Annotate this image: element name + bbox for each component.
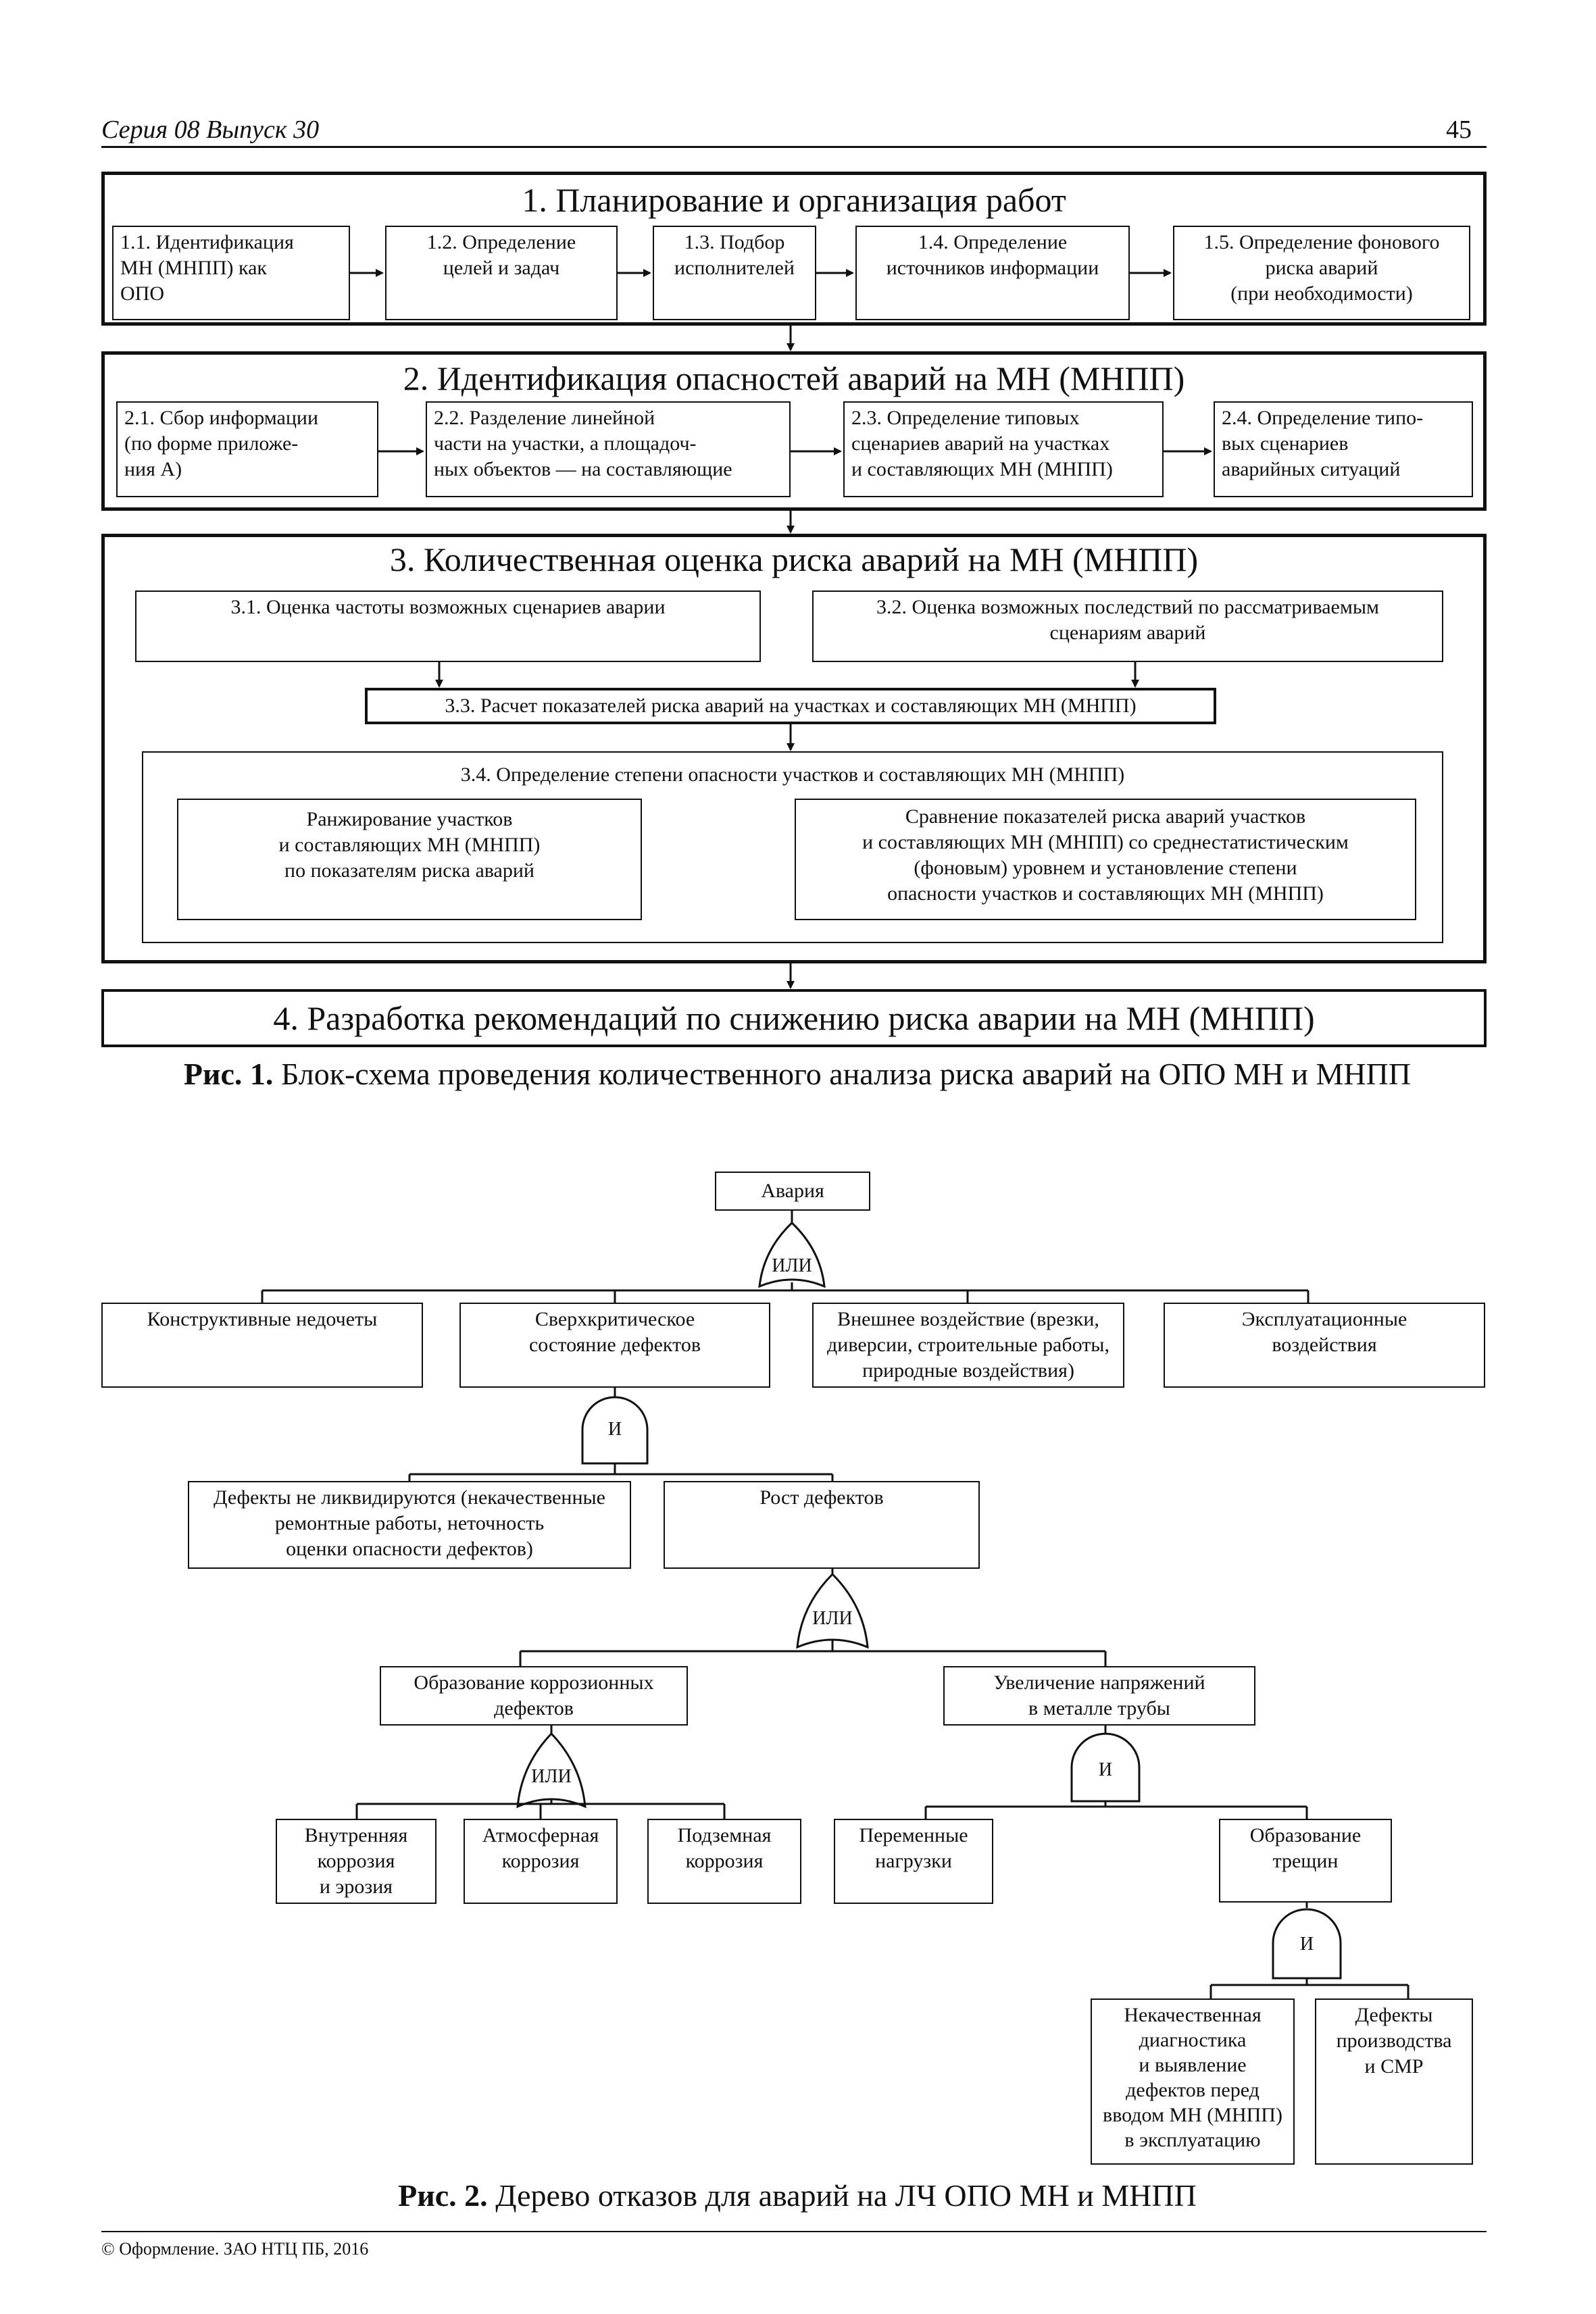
box-1-2: 1.2. Определение целей и задач [385,226,618,320]
figure-1-caption-label: Рис. 1. [183,1057,274,1091]
section-identification-title: 2. Идентификация опасностей аварий на МН… [403,359,1185,397]
event-corrosion-defects: Образование коррозионных дефектов [380,1666,688,1726]
or-gate-icon: ИЛИ [812,1608,853,1629]
page-number: 45 [1446,116,1472,144]
box-3-1: 3.1. Оценка частоты возможных сценариев … [135,590,761,662]
section-recommendations-title: 4. Разработка рекомендаций по снижению р… [273,999,1315,1037]
event-defects-not-eliminated: Дефекты не ликвидируются (некачественные… [188,1481,631,1569]
box-1-1: 1.1. Идентификация МН (МНПП) как ОПО [112,226,350,320]
figure-2-caption: Рис. 2. Дерево отказов для аварий на ЛЧ … [135,2177,1460,2215]
event-defect-growth: Рост дефектов [664,1481,980,1569]
event-underground-corrosion: Подземная коррозия [647,1819,801,1904]
section-quantitative: 3. Количественная оценка риска аварий на… [101,534,1487,963]
box-3-4-comparison: Сравнение показателей риска аварий участ… [795,799,1416,920]
header-rule [101,146,1487,148]
event-internal-corrosion: Внутренняя коррозия и эрозия [276,1819,437,1904]
section-planning-title: 1. Планирование и организация работ [522,181,1066,219]
section-recommendations: 4. Разработка рекомендаций по снижению р… [101,989,1487,1047]
box-3-3: 3.3. Расчет показателей риска аварий на … [365,688,1216,724]
event-design-flaws: Конструктивные недочеты [101,1303,423,1388]
box-2-2: 2.2. Разделение линейной части на участк… [426,401,791,497]
section-planning: 1. Планирование и организация работ [101,172,1487,326]
footer-rule [101,2231,1487,2232]
and-gate-icon: И [1299,1934,1314,1955]
box-2-1: 2.1. Сбор информации (по форме приложе- … [116,401,378,497]
and-gate-icon: И [607,1419,622,1440]
figure-1-caption-text: Блок-схема проведения количественного ан… [273,1057,1412,1091]
box-3-4-title: 3.4. Определение степени опасности участ… [460,763,1125,786]
figure-2-caption-label: Рис. 2. [398,2178,488,2213]
event-external-impact: Внешнее воздействие (врезки, диверсии, с… [812,1303,1124,1388]
event-metal-stress: Увеличение напряжений в металле трубы [943,1666,1255,1726]
section-quantitative-title: 3. Количественная оценка риска аварий на… [389,540,1199,578]
event-crack-formation: Образование трещин [1219,1819,1392,1903]
event-supercritical-defects: Сверхкритическое состояние дефектов [459,1303,770,1388]
event-poor-diagnostics: Некачественная диагностика и выявление д… [1091,1998,1295,2165]
box-3-2: 3.2. Оценка возможных последствий по рас… [812,590,1443,662]
or-gate-icon: ИЛИ [531,1766,572,1787]
box-2-3: 2.3. Определение типовых сценариев авари… [843,401,1164,497]
box-1-3: 1.3. Подбор исполнителей [653,226,816,320]
running-header: Серия 08 Выпуск 30 [101,116,320,144]
and-gate-icon: И [1098,1759,1113,1780]
box-1-4: 1.4. Определение источников информации [855,226,1130,320]
figure-1-caption: Рис. 1. Блок-схема проведения количестве… [135,1055,1460,1093]
event-atmospheric-corrosion: Атмосферная коррозия [464,1819,618,1904]
figure-2-caption-text: Дерево отказов для аварий на ЛЧ ОПО МН и… [487,2178,1197,2213]
copyright-footer: © Оформление. ЗАО НТЦ ПБ, 2016 [101,2239,369,2259]
box-1-5: 1.5. Определение фонового риска аварий (… [1173,226,1470,320]
section-identification: 2. Идентификация опасностей аварий на МН… [101,351,1487,511]
event-manufacturing-defects: Дефекты производства и СМР [1315,1998,1473,2165]
box-2-4: 2.4. Определение типо- вых сценариев ава… [1214,401,1473,497]
event-operational-impact: Эксплуатационные воздействия [1164,1303,1485,1388]
event-accident: Авария [715,1172,870,1211]
event-variable-loads: Переменные нагрузки [834,1819,993,1904]
box-3-4-ranking: Ранжирование участков и составляющих МН … [177,799,642,920]
or-gate-icon: ИЛИ [772,1255,812,1276]
